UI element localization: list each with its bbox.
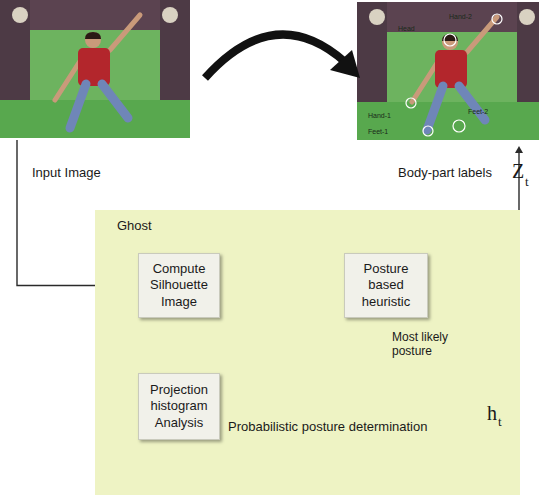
input-photo xyxy=(0,0,190,138)
part-label: Head xyxy=(398,25,415,32)
part-markers xyxy=(406,14,502,136)
input-label: Input Image xyxy=(32,165,101,180)
process-box: Projection histogram Analysis xyxy=(138,373,220,440)
line-label: Probabilistic posture determination xyxy=(228,419,427,434)
part-label: Feet-2 xyxy=(468,108,488,115)
ghost-panel: GhostCompute Silhouette Image Posture bas… xyxy=(95,210,520,495)
arrow-head xyxy=(330,50,360,78)
curved-arrow xyxy=(205,35,345,78)
part-label: Feet-1 xyxy=(368,128,388,135)
arrow-head xyxy=(515,146,523,153)
edge-label: Most likely posture xyxy=(392,330,470,359)
output-label: Body-part labels xyxy=(398,165,492,180)
box-text: Projection histogram Analysis xyxy=(143,382,215,431)
output-symbol: Z xyxy=(512,160,524,183)
output-subscript: t xyxy=(498,414,502,430)
box-text: Posture based heuristic xyxy=(349,261,423,310)
part-label: Hand-1 xyxy=(368,112,391,119)
box-text: Compute Silhouette Image xyxy=(143,261,215,310)
process-box: Posture based heuristic xyxy=(344,253,428,318)
process-box: Compute Silhouette Image xyxy=(138,253,220,318)
output-photo xyxy=(357,2,539,140)
panel-title: Ghost xyxy=(117,218,152,234)
output-symbol: h xyxy=(487,402,497,425)
part-label: Hand-2 xyxy=(449,13,472,20)
output-subscript: t xyxy=(525,174,529,190)
